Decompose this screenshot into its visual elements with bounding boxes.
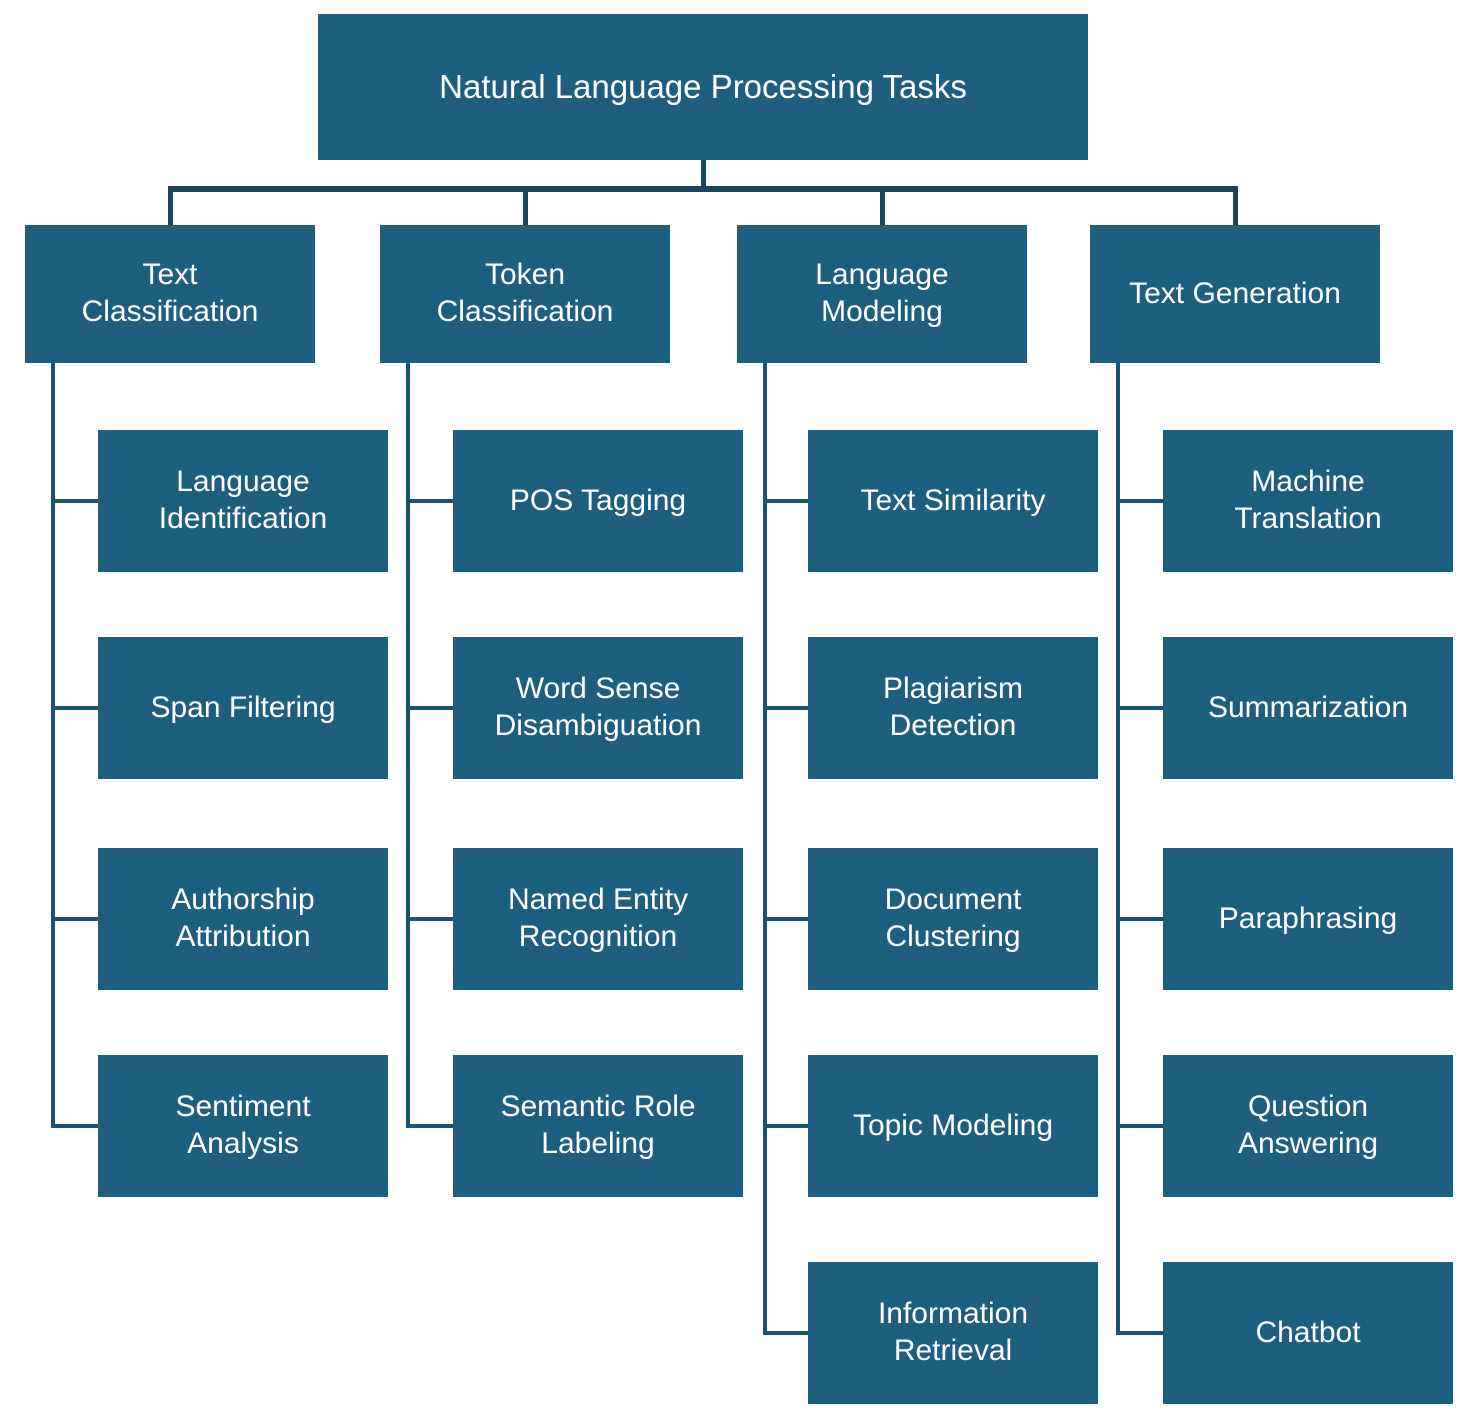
column-trunk-line <box>763 363 767 1335</box>
category-drop-line <box>1233 186 1238 225</box>
child-stub-line <box>51 706 98 710</box>
task-node-document-clustering: Document Clustering <box>808 848 1098 990</box>
child-stub-line <box>406 499 453 503</box>
category-node-language-modeling: Language Modeling <box>737 225 1027 363</box>
task-node-named-entity-recognition: Named Entity Recognition <box>453 848 743 990</box>
child-stub-line <box>763 1331 808 1335</box>
task-node-machine-translation: Machine Translation <box>1163 430 1453 572</box>
category-drop-line <box>880 186 885 225</box>
category-drop-line <box>168 186 173 225</box>
child-stub-line <box>406 1124 453 1128</box>
category-drop-line <box>523 186 528 225</box>
child-stub-line <box>763 706 808 710</box>
task-node-chatbot: Chatbot <box>1163 1262 1453 1404</box>
root-drop-line <box>701 160 706 192</box>
root-node: Natural Language Processing Tasks <box>318 14 1088 160</box>
task-node-information-retrieval: Information Retrieval <box>808 1262 1098 1404</box>
task-node-authorship-attribution: Authorship Attribution <box>98 848 388 990</box>
level1-bar-line <box>168 186 1238 192</box>
child-stub-line <box>51 1124 98 1128</box>
child-stub-line <box>763 1124 808 1128</box>
task-node-topic-modeling: Topic Modeling <box>808 1055 1098 1197</box>
child-stub-line <box>763 917 808 921</box>
task-node-summarization: Summarization <box>1163 637 1453 779</box>
child-stub-line <box>1116 499 1163 503</box>
task-node-word-sense-disambiguation: Word Sense Disambiguation <box>453 637 743 779</box>
column-trunk-line <box>51 363 55 1128</box>
child-stub-line <box>1116 1124 1163 1128</box>
category-node-text-generation: Text Generation <box>1090 225 1380 363</box>
column-trunk-line <box>406 363 410 1128</box>
child-stub-line <box>406 706 453 710</box>
category-node-token-classification: Token Classification <box>380 225 670 363</box>
child-stub-line <box>51 499 98 503</box>
task-node-span-filtering: Span Filtering <box>98 637 388 779</box>
child-stub-line <box>51 917 98 921</box>
task-node-question-answering: Question Answering <box>1163 1055 1453 1197</box>
task-node-pos-tagging: POS Tagging <box>453 430 743 572</box>
task-node-plagiarism-detection: Plagiarism Detection <box>808 637 1098 779</box>
task-node-paraphrasing: Paraphrasing <box>1163 848 1453 990</box>
task-node-sentiment-analysis: Sentiment Analysis <box>98 1055 388 1197</box>
task-node-language-identification: Language Identification <box>98 430 388 572</box>
task-node-text-similarity: Text Similarity <box>808 430 1098 572</box>
column-trunk-line <box>1116 363 1120 1335</box>
task-node-semantic-role-labeling: Semantic Role Labeling <box>453 1055 743 1197</box>
child-stub-line <box>763 499 808 503</box>
child-stub-line <box>1116 1331 1163 1335</box>
child-stub-line <box>1116 917 1163 921</box>
child-stub-line <box>1116 706 1163 710</box>
category-node-text-classification: Text Classification <box>25 225 315 363</box>
child-stub-line <box>406 917 453 921</box>
